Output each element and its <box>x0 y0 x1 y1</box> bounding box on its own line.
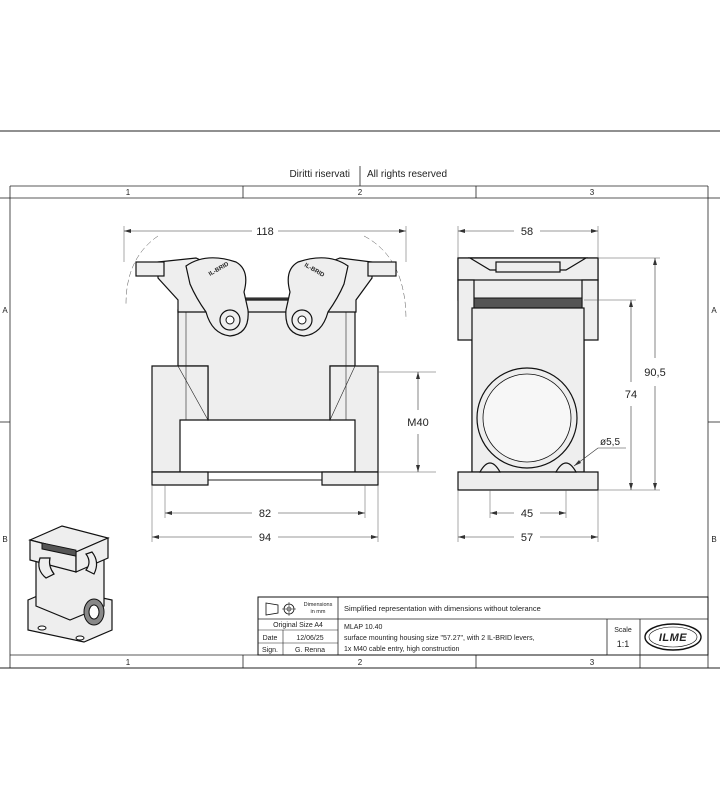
dim-side-height-body: 74 <box>625 389 637 401</box>
front-view: IL-BRID IL-BRID <box>125 235 407 486</box>
title-block: Dimensions in mm Original Size A4 Date 1… <box>257 596 709 668</box>
column-label-1-bottom: 1 <box>126 658 131 667</box>
product-description-line-2: 1x M40 cable entry, high construction <box>344 646 460 653</box>
sign-value: G. Renna <box>295 647 325 654</box>
dim-front-width-bottom: 94 <box>259 532 271 544</box>
dim-side-width-top: 58 <box>521 226 533 238</box>
dimensions-label: Dimensions <box>304 602 333 608</box>
scale-value: 1:1 <box>617 639 630 649</box>
side-view-dimensions: 58 90,5 74 ø5,5 45 57 <box>457 226 666 544</box>
rights-reserved-it: Diritti riservati <box>289 169 350 180</box>
column-label-2: 2 <box>358 188 363 197</box>
front-view-dimensions: 118 M40 82 94 <box>123 226 436 544</box>
row-label-b-left: B <box>2 535 7 544</box>
sign-label: Sign. <box>262 647 278 654</box>
dim-front-width-top: 118 <box>256 226 274 238</box>
row-label-b-right: B <box>711 535 716 544</box>
dim-side-height-total: 90,5 <box>644 367 665 379</box>
date-label: Date <box>263 635 278 642</box>
dim-side-hole: ø5,5 <box>600 437 620 448</box>
drawing-frame <box>0 130 720 669</box>
isometric-view <box>27 525 113 643</box>
ilme-logo: ILME <box>644 623 702 651</box>
side-view <box>457 257 599 491</box>
projection-symbol-icon <box>265 602 296 616</box>
product-description-line-1: surface mounting housing size "57.27", w… <box>344 635 535 642</box>
scale-label: Scale <box>614 627 632 634</box>
rights-reserved-en: All rights reserved <box>367 169 447 180</box>
original-size: Original Size A4 <box>273 622 323 629</box>
dim-front-width-mid: 82 <box>259 508 271 520</box>
dim-side-width-bottom: 57 <box>521 532 533 544</box>
column-label-3-bottom: 3 <box>590 658 595 667</box>
product-code: MLAP 10.40 <box>344 624 383 631</box>
dim-front-thread: M40 <box>407 417 428 429</box>
dim-side-width-mid: 45 <box>521 508 533 520</box>
row-label-a-left: A <box>2 306 8 315</box>
column-label-2-bottom: 2 <box>358 658 363 667</box>
row-label-a-right: A <box>711 306 717 315</box>
column-label-1: 1 <box>126 188 131 197</box>
logo-text: ILME <box>659 632 687 644</box>
column-label-3: 3 <box>590 188 595 197</box>
dimensions-unit-label: in mm <box>311 609 326 615</box>
date-value: 12/06/25 <box>296 635 323 642</box>
representation-note: Simplified representation with dimension… <box>344 604 541 613</box>
